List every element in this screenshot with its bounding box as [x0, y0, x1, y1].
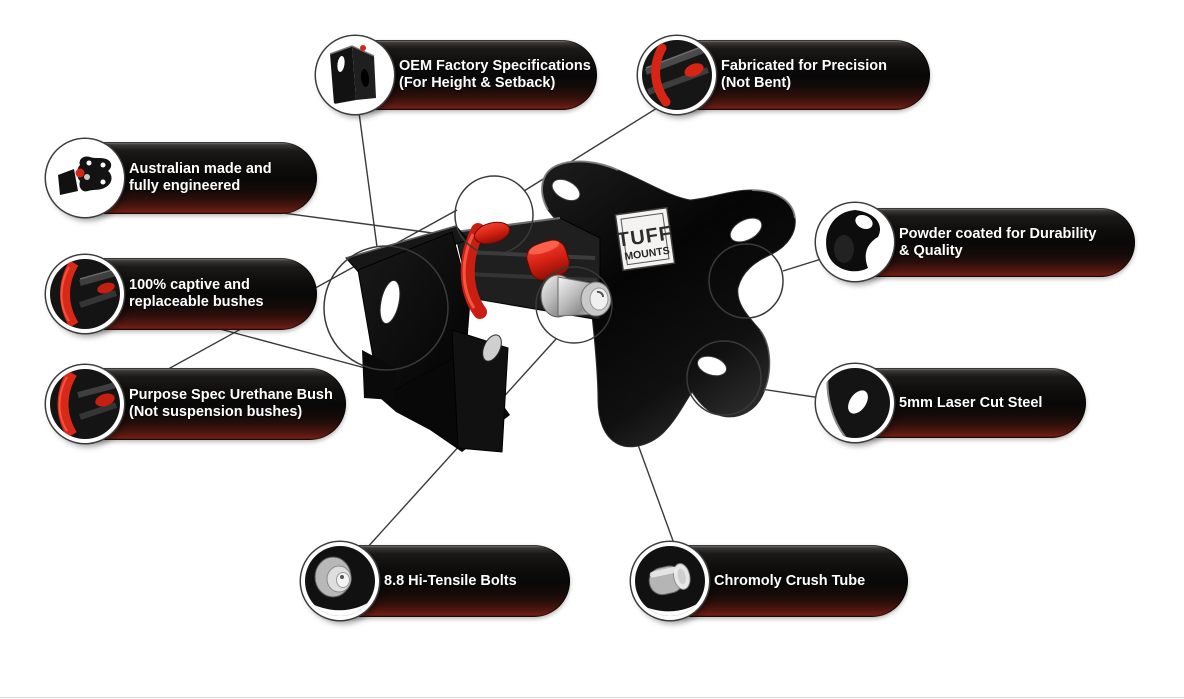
connector-line-oem	[355, 89, 378, 248]
callout-bolts: 8.8 Hi-Tensile Bolts	[301, 542, 570, 620]
captive-bush-photo	[46, 255, 124, 333]
callout-bolts-line1: 8.8 Hi-Tensile Bolts	[384, 572, 517, 589]
callout-fabricated: Fabricated for Precision (Not Bent)	[638, 36, 930, 114]
callout-australian-line1: Australian made and	[129, 161, 272, 177]
callout-chromoly-line1: Chromoly Crush Tube	[714, 572, 866, 589]
callout-fabricated-line2: (Not Bent)	[721, 75, 792, 91]
callout-captive-line2: replaceable bushes	[129, 294, 264, 310]
plate-slot-top-left	[551, 178, 581, 202]
callout-powder: Powder coated for Durability & Quality	[816, 203, 1135, 281]
bracket-leg	[362, 350, 396, 400]
bottom-divider	[0, 697, 1184, 698]
callout-captive-line1: 100% captive and	[129, 277, 250, 293]
callout-captive: 100% captive and replaceable bushes	[46, 255, 317, 333]
callout-urethane-line2: (Not suspension bushes)	[129, 404, 303, 420]
ring-bottom-slot	[686, 340, 762, 416]
ring-plate-waist	[708, 243, 784, 319]
full-mount-photo	[46, 139, 124, 217]
tuff-mounts-logo-plate: TUFF MOUNTS	[614, 206, 676, 272]
urethane-bush-photo	[46, 365, 124, 443]
callout-australian: Australian made and fully engineered	[46, 139, 317, 217]
callout-laser-line1: 5mm Laser Cut Steel	[899, 394, 1043, 411]
urethane-bushes	[460, 221, 570, 319]
callout-oem: OEM Factory Specifications (For Height &…	[316, 36, 597, 114]
bracket-corner-photo	[316, 36, 394, 114]
powder-coat-photo	[816, 203, 894, 281]
callout-powder-line1: Powder coated for Durability	[899, 225, 1097, 242]
callout-australian-line2: fully engineered	[129, 178, 241, 194]
callout-chromoly: Chromoly Crush Tube	[631, 542, 908, 620]
rear-bush-top	[473, 221, 511, 245]
callout-powder-line2: & Quality	[899, 242, 963, 259]
bracket-slot	[379, 279, 401, 325]
crush-tube-photo	[631, 542, 709, 620]
callout-fabricated-line1: Fabricated for Precision	[721, 58, 887, 74]
callout-laser: 5mm Laser Cut Steel	[816, 364, 1086, 442]
hi-tensile-bolt-photo	[301, 542, 379, 620]
callout-urethane-line1: Purpose Spec Urethane Bush	[129, 387, 333, 403]
callout-oem-line1: OEM Factory Specifications	[399, 58, 591, 74]
engine-mount-product: TUFF MOUNTS	[323, 160, 796, 453]
connector-line-bolts	[355, 338, 557, 561]
highlight-rings	[323, 175, 784, 416]
ring-rear-bush	[454, 175, 534, 255]
callout-oem-line2: (For Height & Setback)	[399, 75, 556, 91]
ring-bolt	[535, 266, 613, 344]
rear-bush-strap	[460, 223, 487, 319]
laser-slot-photo	[816, 364, 894, 442]
ring-bracket	[323, 245, 449, 371]
gusset-hole	[482, 334, 502, 362]
callout-urethane: Purpose Spec Urethane Bush (Not suspensi…	[46, 365, 346, 443]
plate-slot-bottom-right	[696, 355, 728, 377]
fabricated-plate-photo	[638, 36, 716, 114]
chrome-bolt	[540, 274, 612, 318]
left-bracket	[345, 225, 510, 453]
plate-slot-top-right	[729, 217, 763, 243]
